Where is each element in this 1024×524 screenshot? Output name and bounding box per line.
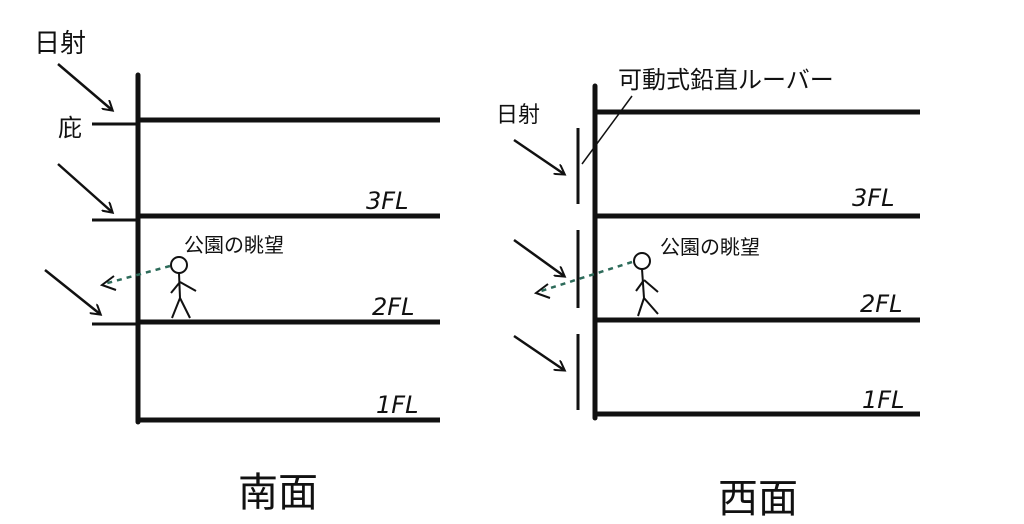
south-view-line: [103, 264, 171, 286]
south-sun-label: 日射: [34, 29, 86, 59]
south-sun-arrow: [57, 163, 112, 212]
west-floor-label-2: 2FL: [860, 290, 902, 318]
west-person-figure: [633, 252, 659, 317]
west-sun-arrow: [513, 138, 564, 174]
west-louver-label: 可動式鉛直ルーバー: [618, 66, 834, 94]
south-person-figure: [170, 256, 197, 319]
west-louver-leader: [581, 95, 633, 165]
south-floor-label-1: 1FL: [376, 391, 418, 419]
south-floor-label-2: 2FL: [372, 293, 414, 321]
west-caption: 西面: [718, 476, 798, 522]
south-eave-label: 庇: [58, 114, 82, 142]
south-floor-label-3: 3FL: [366, 187, 408, 215]
west-sun-arrow: [513, 238, 564, 276]
west-view-arrowhead: [533, 283, 551, 299]
south-view-label: 公園の眺望: [184, 233, 284, 257]
west-floor-label-1: 1FL: [862, 386, 904, 414]
south-view-arrowhead: [99, 275, 117, 291]
west-view-label: 公園の眺望: [660, 235, 760, 259]
west-view-line: [537, 260, 633, 294]
west-elevation: 可動式鉛直ルーバー 日射 公園の眺望 3FL 2FL 1FL 西面: [496, 66, 920, 522]
west-sun-label: 日射: [496, 103, 540, 128]
south-sun-arrow: [57, 63, 112, 110]
west-floor-label-3: 3FL: [852, 184, 894, 212]
south-sun-arrow: [44, 269, 100, 314]
south-elevation: 日射 庇 公園の眺望 3FL 2FL 1FL 南面: [34, 29, 440, 516]
west-sun-arrow: [513, 334, 564, 370]
south-caption: 南面: [238, 470, 318, 516]
